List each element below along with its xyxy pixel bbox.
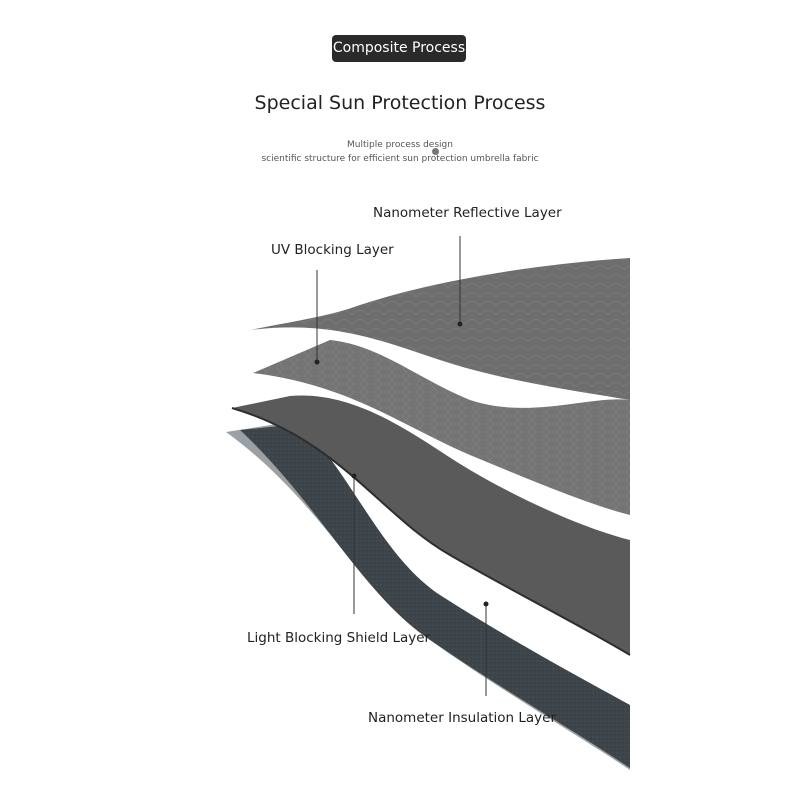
label-nanometer-reflective-layer: Nanometer Reflective Layer [373, 205, 562, 221]
uv-blocking-layer-texture [253, 340, 630, 515]
composite-process-badge: Composite Process [332, 35, 466, 62]
insulation-layer [240, 424, 630, 768]
label-nanometer-insulation-layer: Nanometer Insulation Layer [368, 710, 557, 726]
label-light-blocking-shield-layer: Light Blocking Shield Layer [247, 630, 431, 646]
subtitle-line-1: Multiple process design [347, 140, 453, 150]
uv-callout-dot [314, 359, 320, 365]
subtitle-dot-icon [432, 148, 439, 155]
nanometer-reflective-layer-texture [250, 258, 630, 400]
shield-callout-dot [351, 473, 357, 479]
page-title: Special Sun Protection Process [254, 92, 546, 114]
label-uv-blocking-layer: UV Blocking Layer [271, 242, 394, 258]
light-blocking-shield-edge [231, 407, 631, 656]
subtitle-line-2: scientific structure for efficient sun p… [261, 154, 539, 164]
reflective-callout-dot [457, 321, 463, 327]
light-blocking-shield-layer [232, 395, 630, 655]
insulation-callout-dot [483, 601, 489, 607]
